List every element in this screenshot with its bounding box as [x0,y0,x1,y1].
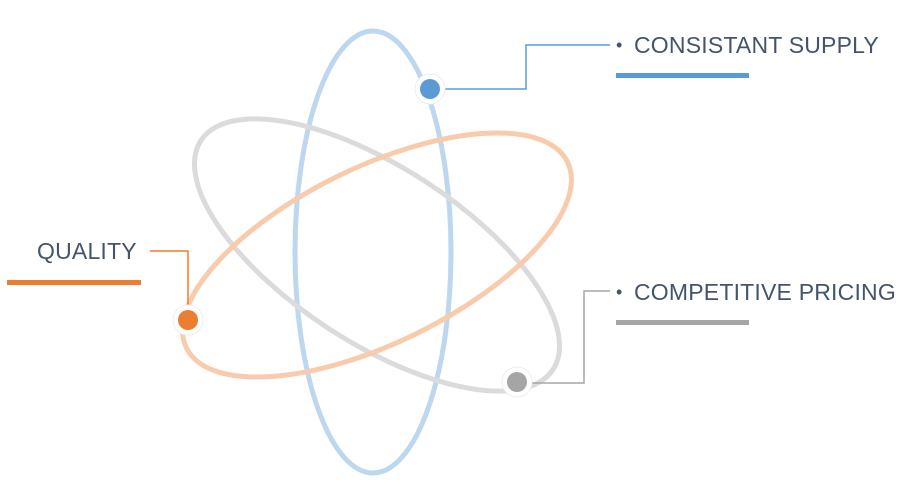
circle-marker-icon [507,372,527,392]
label-consistant-supply: • CONSISTANT SUPPLY [616,34,879,57]
underline-consistant-supply [616,73,749,78]
label-quality: QUALITY [37,240,137,263]
label-text: QUALITY [37,238,137,264]
orbit-orange [180,130,574,380]
label-text: COMPETITIVE PRICING [634,279,896,305]
underline-competitive-pricing [616,320,749,325]
bullet-icon: • [616,282,623,302]
label-competitive-pricing: • COMPETITIVE PRICING [616,281,896,304]
node-consistant-supply [414,73,446,105]
node-competitive-pricing [501,366,533,398]
connector-competitive-pricing [530,290,610,384]
bullet-icon: • [616,35,623,55]
node-quality [172,304,204,336]
orbit-gray [191,116,563,394]
underline-quality [7,280,141,285]
circle-marker-icon [178,310,198,330]
label-text: CONSISTANT SUPPLY [634,32,879,58]
connector-quality [150,250,189,306]
circle-marker-icon [420,79,440,99]
connector-consistant-supply [444,44,610,90]
orbit-vertical [292,28,454,476]
